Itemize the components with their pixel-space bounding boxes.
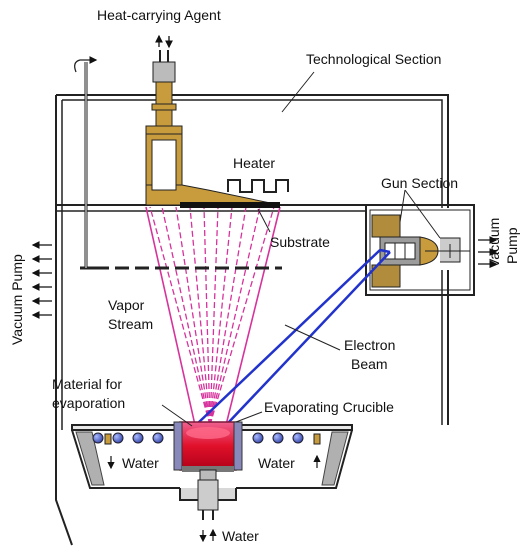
label-heater: Heater	[233, 155, 275, 171]
label-vapor-1: Vapor	[108, 297, 145, 313]
heat-agent-arrows-icon	[155, 34, 173, 49]
label-electron-2: Beam	[351, 356, 388, 372]
label-material-1: Material for	[52, 376, 122, 392]
label-vacuum-pump-left: Vacuum Pump	[9, 254, 25, 345]
label-material-2: evaporation	[52, 395, 125, 411]
label-vacuum-right-1: Vacuum	[486, 218, 502, 268]
water-arrows	[107, 454, 321, 543]
leader-lines	[161, 71, 441, 427]
label-water-left: Water	[122, 455, 159, 471]
label-substrate: Substrate	[270, 234, 330, 250]
heater	[227, 179, 289, 193]
label-water-right: Water	[258, 455, 295, 471]
cooling-elements	[92, 432, 321, 445]
heat-agent-holder	[145, 50, 281, 206]
gun-section-box	[365, 204, 475, 296]
electron-beam	[197, 248, 391, 424]
rotation-arrow-icon	[74, 56, 98, 73]
label-electron-1: Electron	[344, 337, 395, 353]
evaporating-crucible	[173, 421, 243, 472]
label-gun-section: Gun Section	[381, 175, 458, 191]
left-vacuum-arrows	[31, 241, 52, 319]
vapor-stream	[149, 206, 275, 426]
label-heat-agent: Heat-carrying Agent	[97, 7, 221, 23]
basin-supports	[75, 431, 349, 486]
substrate	[180, 202, 280, 208]
label-vacuum-right-2: Pump	[504, 227, 520, 264]
label-water-bottom: Water	[222, 528, 259, 544]
label-vapor-2: Stream	[108, 316, 153, 332]
right-vacuum-arrows	[478, 236, 498, 268]
label-tech-section: Technological Section	[306, 51, 441, 67]
water-feed	[197, 469, 219, 520]
label-crucible: Evaporating Crucible	[264, 399, 394, 415]
